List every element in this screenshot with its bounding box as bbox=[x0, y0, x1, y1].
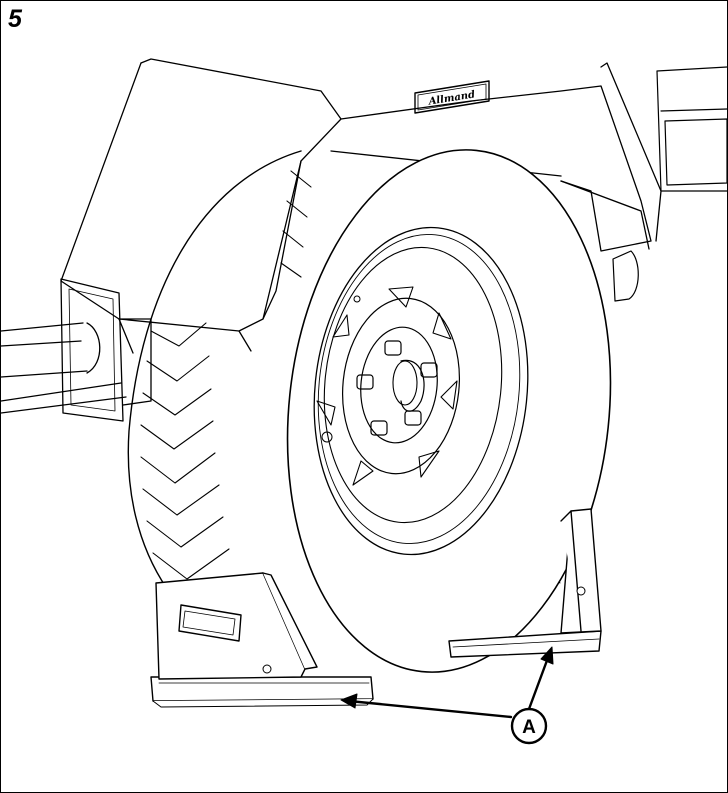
trailer-fender bbox=[60, 58, 662, 354]
lug-nuts bbox=[356, 340, 438, 436]
figure-number: 5 bbox=[8, 5, 22, 33]
callout-arrows bbox=[340, 646, 554, 719]
callout-a: A bbox=[510, 707, 548, 745]
brand-plate: Allmand bbox=[414, 80, 490, 114]
wheel-spoke-holes bbox=[316, 286, 458, 486]
wheel-chock-rear bbox=[448, 508, 602, 658]
axle bbox=[1, 278, 152, 422]
side-light-bracket bbox=[612, 66, 727, 302]
callout-a-label: A bbox=[522, 717, 536, 738]
wheel-chock-front bbox=[150, 572, 374, 708]
